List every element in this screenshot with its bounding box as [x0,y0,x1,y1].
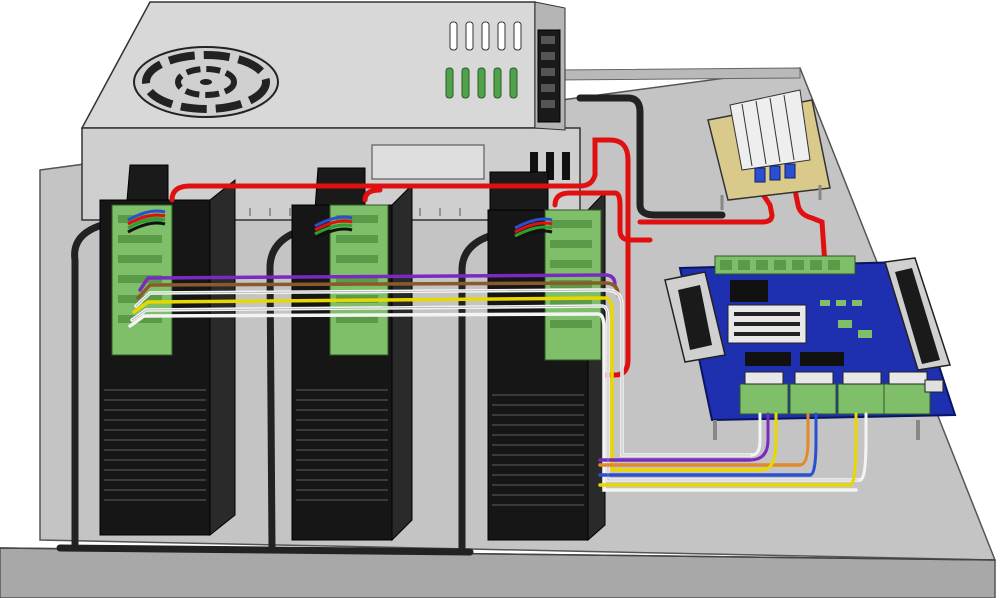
breakout-board [664,255,957,440]
breakout-signal-wires [748,412,868,487]
motor-wire-bundles [127,209,553,242]
psu-front-slots [530,152,570,180]
psu-label-plate [371,144,485,180]
db25-connector-icon [664,257,951,371]
psu-bottom-vents [249,208,461,216]
breakout-bottom-terminals [739,383,931,415]
stepper-driver-1 [99,164,236,537]
psu-terminal-strip [537,29,561,123]
stepper-driver-3 [487,171,606,542]
psu-vents [449,21,522,51]
relay-module [707,89,831,210]
enclosure-back-wall [554,67,801,81]
stepper-driver-2 [291,167,413,542]
fan-icon [133,46,279,118]
psu-vents-green [445,67,518,99]
heatsink-icon [729,89,811,171]
red-wires [169,137,828,378]
signal-wire-outlines [131,289,860,481]
